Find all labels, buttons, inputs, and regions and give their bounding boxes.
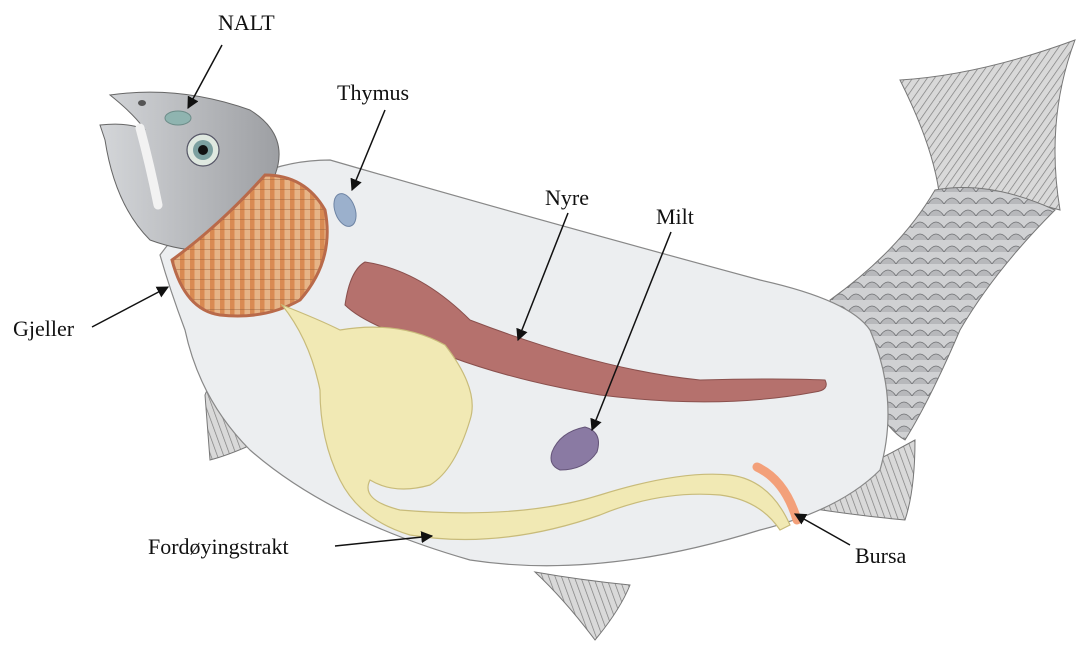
label-gjeller: Gjeller — [13, 318, 74, 340]
nostril — [138, 100, 146, 106]
label-fordoyingstrakt: Fordøyingstrakt — [148, 536, 289, 558]
nalt-organ — [165, 111, 191, 125]
gjeller-arrow — [92, 287, 168, 327]
label-nalt: NALT — [218, 12, 275, 34]
label-nyre: Nyre — [545, 187, 589, 209]
pelvic-fin — [535, 572, 630, 640]
bursa-arrow — [795, 514, 850, 545]
tail-fin — [900, 40, 1075, 210]
label-thymus: Thymus — [337, 82, 409, 104]
label-bursa: Bursa — [855, 545, 906, 567]
label-milt: Milt — [656, 206, 694, 228]
